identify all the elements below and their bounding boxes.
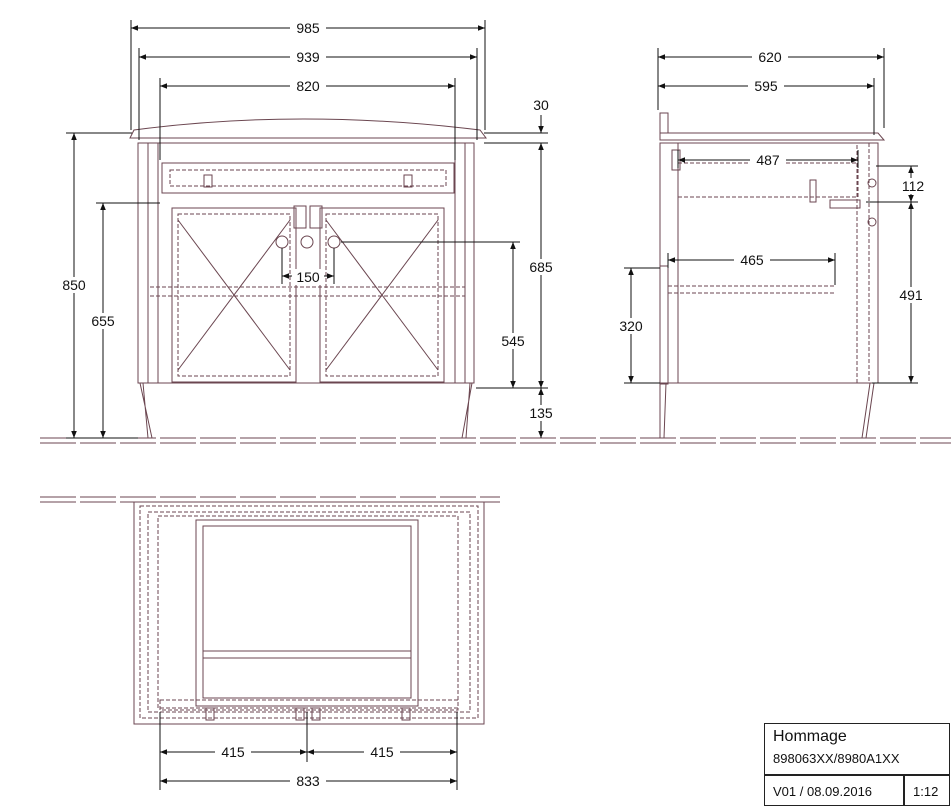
scale-cell: 1:12 (904, 775, 950, 806)
dim-833: 833 (296, 773, 320, 789)
product-code: 898063XX/8980A1XX (773, 751, 900, 766)
dim-655: 655 (91, 313, 115, 329)
dim-685: 685 (529, 259, 553, 275)
dim-850: 850 (62, 277, 86, 293)
dim-487: 487 (756, 152, 780, 168)
top-view-cabinet (133, 501, 485, 725)
dim-415-left: 415 (221, 744, 245, 760)
dim-30: 30 (533, 97, 549, 113)
version-date: V01 / 08.09.2016 (773, 784, 873, 799)
title-block: Hommage 898063XX/8980A1XX (764, 723, 950, 775)
dim-620: 620 (758, 49, 782, 65)
dim-491: 491 (899, 287, 923, 303)
dim-112: 112 (902, 178, 925, 194)
floor-lines (40, 437, 951, 503)
dim-465: 465 (740, 252, 764, 268)
dim-985: 985 (296, 20, 320, 36)
dim-820: 820 (296, 78, 320, 94)
dim-545: 545 (501, 333, 525, 349)
dim-320: 320 (619, 318, 643, 334)
dim-150: 150 (296, 269, 320, 285)
dimension-labels: 985 939 820 30 850 655 685 545 135 150 6… (58, 20, 926, 789)
front-view-cabinet (129, 118, 487, 439)
version-cell: V01 / 08.09.2016 (764, 775, 904, 806)
product-name: Hommage (773, 728, 847, 745)
dim-595: 595 (754, 78, 778, 94)
side-view-cabinet (659, 112, 886, 439)
dim-939: 939 (296, 49, 320, 65)
dim-135: 135 (529, 405, 553, 421)
scale-value: 1:12 (913, 784, 939, 799)
dim-415-right: 415 (370, 744, 394, 760)
